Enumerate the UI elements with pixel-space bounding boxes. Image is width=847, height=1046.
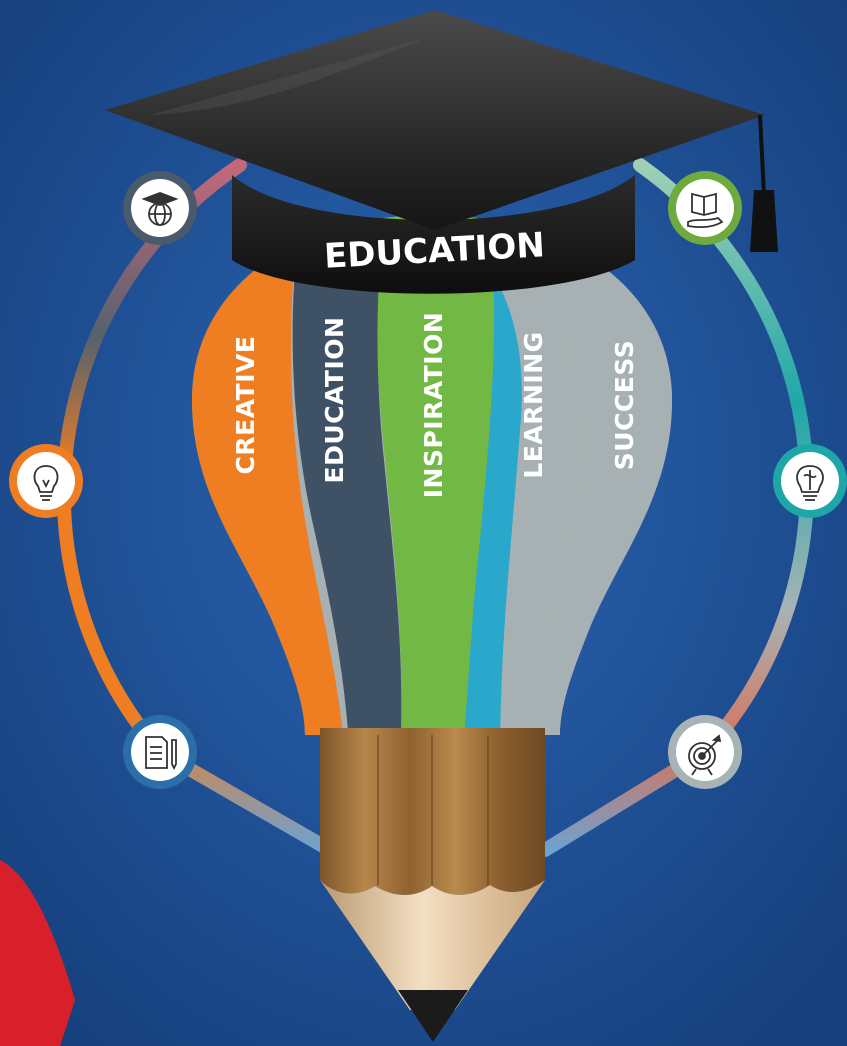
target-dart-icon	[688, 734, 722, 776]
cap-band	[232, 175, 635, 294]
cap-board	[105, 10, 765, 230]
pencil-lead	[398, 990, 468, 1042]
badge-lightbulb	[9, 444, 83, 518]
strip-inspiration	[373, 215, 495, 735]
cap-tassel	[750, 190, 778, 252]
strip-label-creative: CREATIVE	[231, 336, 260, 475]
graduation-cap: EDUCATION	[105, 10, 778, 294]
badge-document	[123, 715, 197, 789]
strip-label-learning: LEARNING	[519, 331, 548, 478]
strip-label-inspiration: INSPIRATION	[419, 312, 448, 499]
red-corner-decoration	[0, 860, 75, 1046]
badge-graduation-globe	[123, 171, 197, 245]
graduation-globe-icon	[141, 192, 179, 226]
open-book-hand-icon	[687, 192, 724, 229]
cap-tassel-cord	[758, 114, 766, 196]
badge-target	[668, 715, 742, 789]
document-pen-icon	[145, 736, 177, 771]
brain-bulb-icon	[796, 465, 824, 501]
lightbulb-icon	[33, 465, 59, 501]
strip-education	[292, 215, 402, 735]
pencil-tip	[320, 880, 545, 1010]
strip-label-education: EDUCATION	[320, 317, 349, 484]
strip-label-success: SUCCESS	[610, 340, 639, 470]
pencil	[320, 728, 545, 1042]
badge-open-book	[668, 171, 742, 245]
badge-brain	[773, 444, 847, 518]
icon-badges	[9, 171, 847, 789]
